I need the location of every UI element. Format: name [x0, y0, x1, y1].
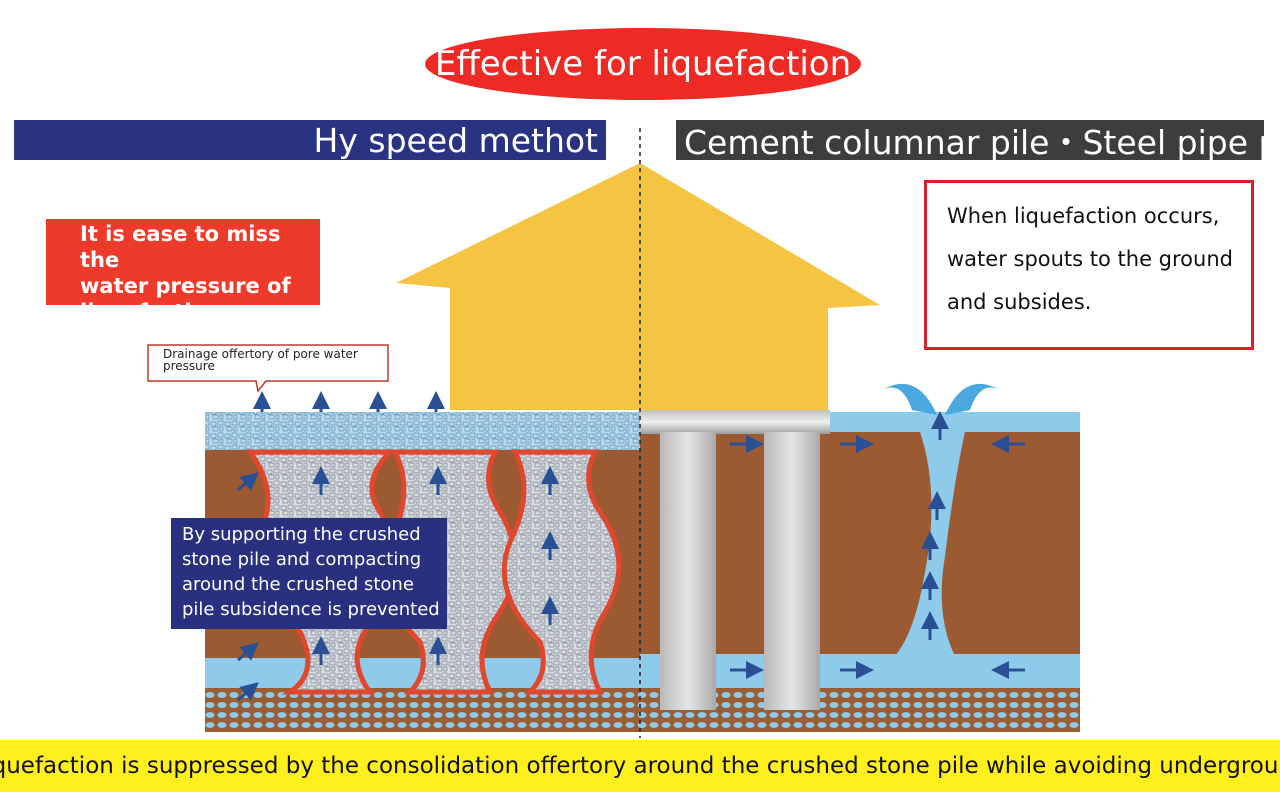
warning-line: liquefaction.	[80, 300, 229, 324]
drainage-label: Drainage offertory of pore water pressur…	[163, 347, 358, 373]
bottom-banner: Liquefaction is suppressed by the consol…	[0, 740, 1280, 792]
callout-line: water spouts to the ground	[947, 247, 1233, 271]
warning-box: It is ease to miss the water pressure of…	[46, 219, 320, 324]
house-shape	[396, 163, 880, 410]
warning-line: water pressure of	[80, 274, 291, 298]
right-method-header: Cement columnar pile・Steel pipe pile	[676, 120, 1280, 162]
support-note-line: By supporting the crushed	[182, 524, 421, 545]
liquefaction-callout: When liquefaction occurs, water spouts t…	[924, 180, 1254, 350]
callout-line: When liquefaction occurs,	[947, 204, 1220, 228]
right-ground-model	[640, 383, 1080, 732]
support-note-line: around the crushed stone	[182, 574, 414, 595]
left-method-header: Hy speed methot	[14, 120, 606, 160]
callout-line: and subsides.	[947, 290, 1092, 314]
drainage-callout: Drainage offertory of pore water pressur…	[148, 345, 388, 381]
warning-line: It is ease to miss the	[80, 222, 281, 272]
drainage-callout-bubble	[147, 344, 389, 393]
support-note-line: pile subsidence is prevented	[182, 599, 440, 620]
support-note-line: stone pile and compacting	[182, 549, 422, 570]
title-pill: Effective for liquefaction	[425, 28, 861, 100]
support-note-box: By supporting the crushed stone pile and…	[171, 518, 447, 629]
